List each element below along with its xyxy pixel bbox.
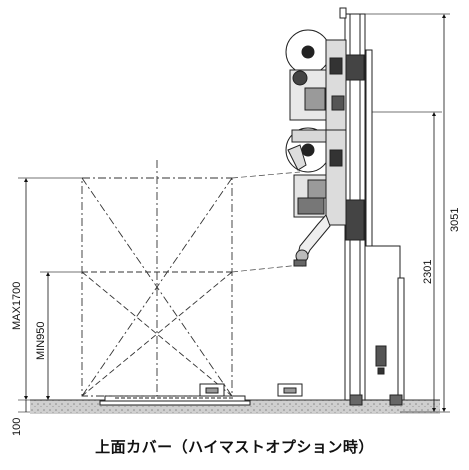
load-envelope-max — [81, 160, 233, 397]
pressing-arm — [293, 214, 331, 267]
min-height-label: MIN950 — [35, 321, 47, 360]
drawing-caption: 上面カバー（ハイマストオプション時） — [95, 438, 374, 456]
base-height-label: 100 — [11, 418, 23, 436]
mast-height-label: 2301 — [422, 260, 434, 284]
spring-arm — [287, 144, 307, 171]
upper-carriage — [285, 29, 365, 131]
load-envelope-min — [81, 271, 233, 397]
lower-carriage — [285, 127, 365, 241]
dimension-lines — [24, 14, 446, 412]
pallet-base — [99, 395, 251, 406]
base-cabinet — [349, 245, 405, 406]
total-height-label: 3051 — [449, 208, 461, 232]
max-height-label: MAX1700 — [11, 282, 23, 330]
base-handles — [199, 383, 303, 397]
